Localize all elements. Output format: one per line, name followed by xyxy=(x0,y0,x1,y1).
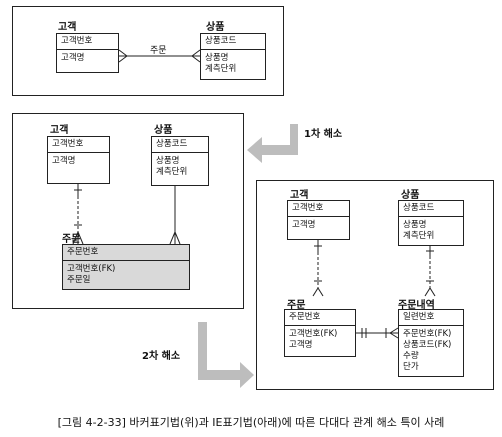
p3-customer-title: 고객 xyxy=(290,190,309,201)
p3-product-entity: 상품코드 상품명 계측단위 xyxy=(398,200,464,246)
p1-product-title: 상품 xyxy=(206,22,225,33)
p3-order-detail-attr: 주문번호(FK) xyxy=(403,329,452,339)
p3-order-entity: 주문번호 고객번호(FK) 고객명 xyxy=(284,309,356,357)
p1-product-attr: 상품명 xyxy=(205,53,229,63)
p2-product-title: 상품 xyxy=(154,125,173,136)
p3-order-detail-line xyxy=(356,327,399,339)
p2-product-entity: 상품코드 상품명 계측단위 xyxy=(151,136,209,186)
step1-label: 1차 해소 xyxy=(304,129,343,140)
p3-product-attr: 상품명 xyxy=(403,220,427,230)
p3-customer-order-line xyxy=(312,240,324,297)
p1-customer-entity: 고객번호 고객명 xyxy=(56,33,119,73)
p3-customer-attr: 고객명 xyxy=(292,220,316,230)
p2-customer-title: 고객 xyxy=(50,125,69,136)
p3-order-attr: 고객번호(FK) xyxy=(289,329,338,339)
p3-order-detail-attr: 단가 xyxy=(403,362,419,372)
p2-order-pk: 주문번호 xyxy=(63,245,189,261)
p1-product-entity: 상품코드 상품명 계측단위 xyxy=(200,33,266,80)
p3-product-attr: 계측단위 xyxy=(403,231,435,241)
p3-order-detail-entity: 일련번호 주문번호(FK) 상품코드(FK) 수량 단가 xyxy=(398,309,464,377)
p1-relationship-label: 주문 xyxy=(150,46,167,56)
p2-customer-order-line xyxy=(72,184,84,245)
p3-product-title: 상품 xyxy=(401,190,420,201)
p1-product-pk: 상품코드 xyxy=(201,34,265,50)
p3-product-pk: 상품코드 xyxy=(399,201,463,217)
p3-customer-pk: 고객번호 xyxy=(288,201,349,217)
p1-product-attr: 계측단위 xyxy=(205,64,237,74)
p2-customer-pk: 고객번호 xyxy=(48,137,109,153)
p2-order-entity: 주문번호 고객번호(FK) 주문일 xyxy=(62,244,190,290)
p1-customer-title: 고객 xyxy=(58,22,77,33)
step2-arrow-icon xyxy=(198,322,254,388)
p2-order-title: 주문 xyxy=(62,234,81,245)
p2-customer-entity: 고객번호 고객명 xyxy=(47,136,110,184)
p3-order-detail-attr: 상품코드(FK) xyxy=(403,340,452,350)
step1-arrow-icon xyxy=(247,124,298,163)
p2-customer-attr: 고객명 xyxy=(52,156,76,166)
p1-customer-pk: 고객번호 xyxy=(57,34,118,50)
p3-order-title: 주문 xyxy=(287,300,306,311)
p2-order-attr: 주문일 xyxy=(67,275,91,285)
p3-order-detail-pk: 일련번호 xyxy=(399,310,463,326)
figure-caption: [그림 4-2-33] 바커표기법(위)과 IE표기법(아래)에 따른 다대다 … xyxy=(57,416,445,429)
p3-order-detail-title: 주문내역 xyxy=(398,300,435,311)
p3-order-attr: 고객명 xyxy=(289,340,313,350)
p3-product-detail-line xyxy=(424,246,436,297)
p3-customer-entity: 고객번호 고객명 xyxy=(287,200,350,240)
p2-product-pk: 상품코드 xyxy=(152,137,208,153)
p1-customer-attr: 고객명 xyxy=(61,53,85,63)
p2-product-order-line xyxy=(169,186,181,245)
p3-order-pk: 주문번호 xyxy=(285,310,355,326)
p1-relationship-line xyxy=(118,49,201,63)
p2-order-attr: 고객번호(FK) xyxy=(67,264,116,274)
step2-label: 2차 해소 xyxy=(142,351,181,362)
p2-product-attr: 상품명 xyxy=(156,156,180,166)
p2-product-attr: 계측단위 xyxy=(156,167,188,177)
p3-order-detail-attr: 수량 xyxy=(403,351,419,361)
